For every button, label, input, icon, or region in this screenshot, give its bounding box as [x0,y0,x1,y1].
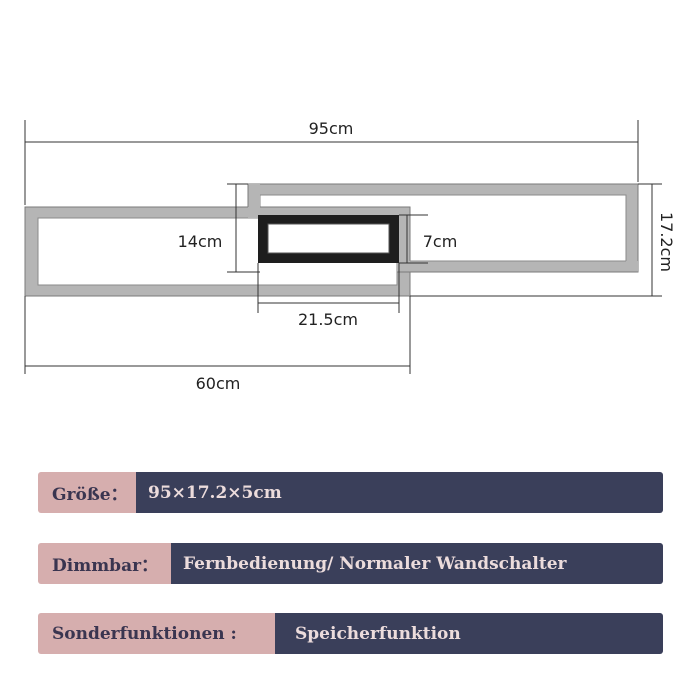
spec-label-special: Sonderfunktionen : [38,613,275,654]
center-panel-inner [267,223,390,254]
spec-row-special: Sonderfunktionen : Speicherfunktion [38,613,663,654]
dim-21-5cm-label: 21.5cm [298,310,358,329]
spec-value-size: 95×17.2×5cm [136,472,663,513]
spec-row-dimmable: Dimmbar： Fernbedienung/ Normaler Wandsch… [38,543,663,584]
dim-17-2cm-label: 17.2cm [657,212,676,272]
spec-label-dimmable: Dimmbar： [38,543,171,584]
lamp-dimension-diagram: 95cm 60cm 17.2cm 14cm 7cm 21.5cm [24,119,676,393]
spec-value-dimmable: Fernbedienung/ Normaler Wandschalter [171,543,663,584]
spec-label-size: Größe： [38,472,136,513]
spec-row-size: Größe： 95×17.2×5cm [38,472,663,513]
spec-value-special: Speicherfunktion [275,613,663,654]
dim-60cm-label: 60cm [196,374,241,393]
dim-95cm-label: 95cm [309,119,354,138]
dim-14cm-label: 14cm [178,232,223,251]
right-frame-left-bar [248,184,260,218]
right-frame-bottom-bar [397,261,638,272]
dim-7cm-label: 7cm [423,232,458,251]
